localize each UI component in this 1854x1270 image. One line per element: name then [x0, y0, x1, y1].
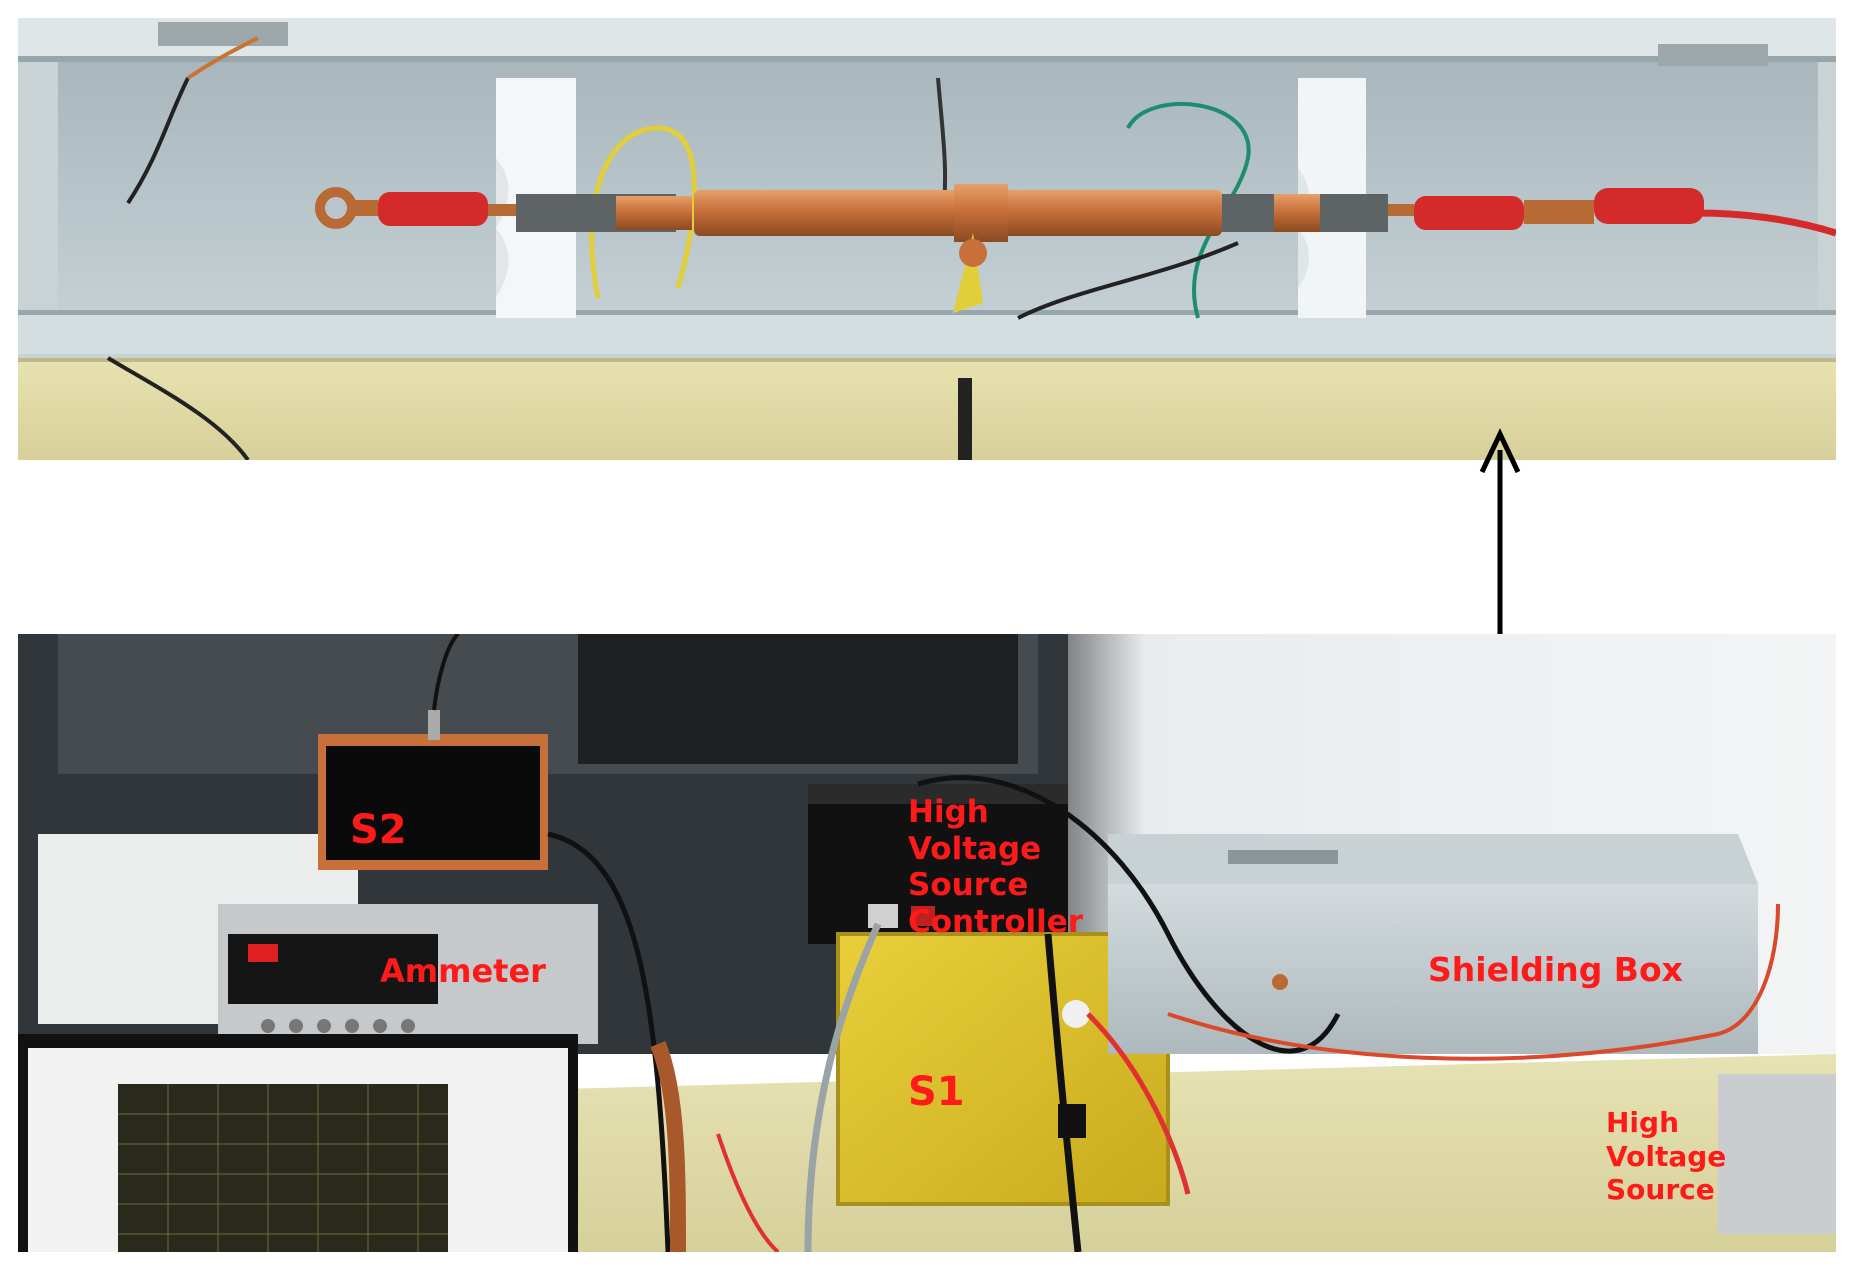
- label-s2: S2: [350, 807, 407, 853]
- shielding-box-interior-illustration: [18, 18, 1836, 460]
- label-ammeter: Ammeter: [380, 952, 546, 990]
- label-s1: S1: [908, 1069, 965, 1115]
- experimental-setup-illustration: [18, 634, 1836, 1252]
- label-shielding-box: Shielding Box: [1428, 950, 1683, 989]
- label-high-voltage-source: High Voltage Source: [1606, 1106, 1727, 1207]
- label-high-voltage-source-controller: High Voltage Source Controller: [908, 794, 1084, 940]
- shielding-box-interior-photo: [18, 18, 1836, 460]
- experimental-setup-photo: [18, 634, 1836, 1252]
